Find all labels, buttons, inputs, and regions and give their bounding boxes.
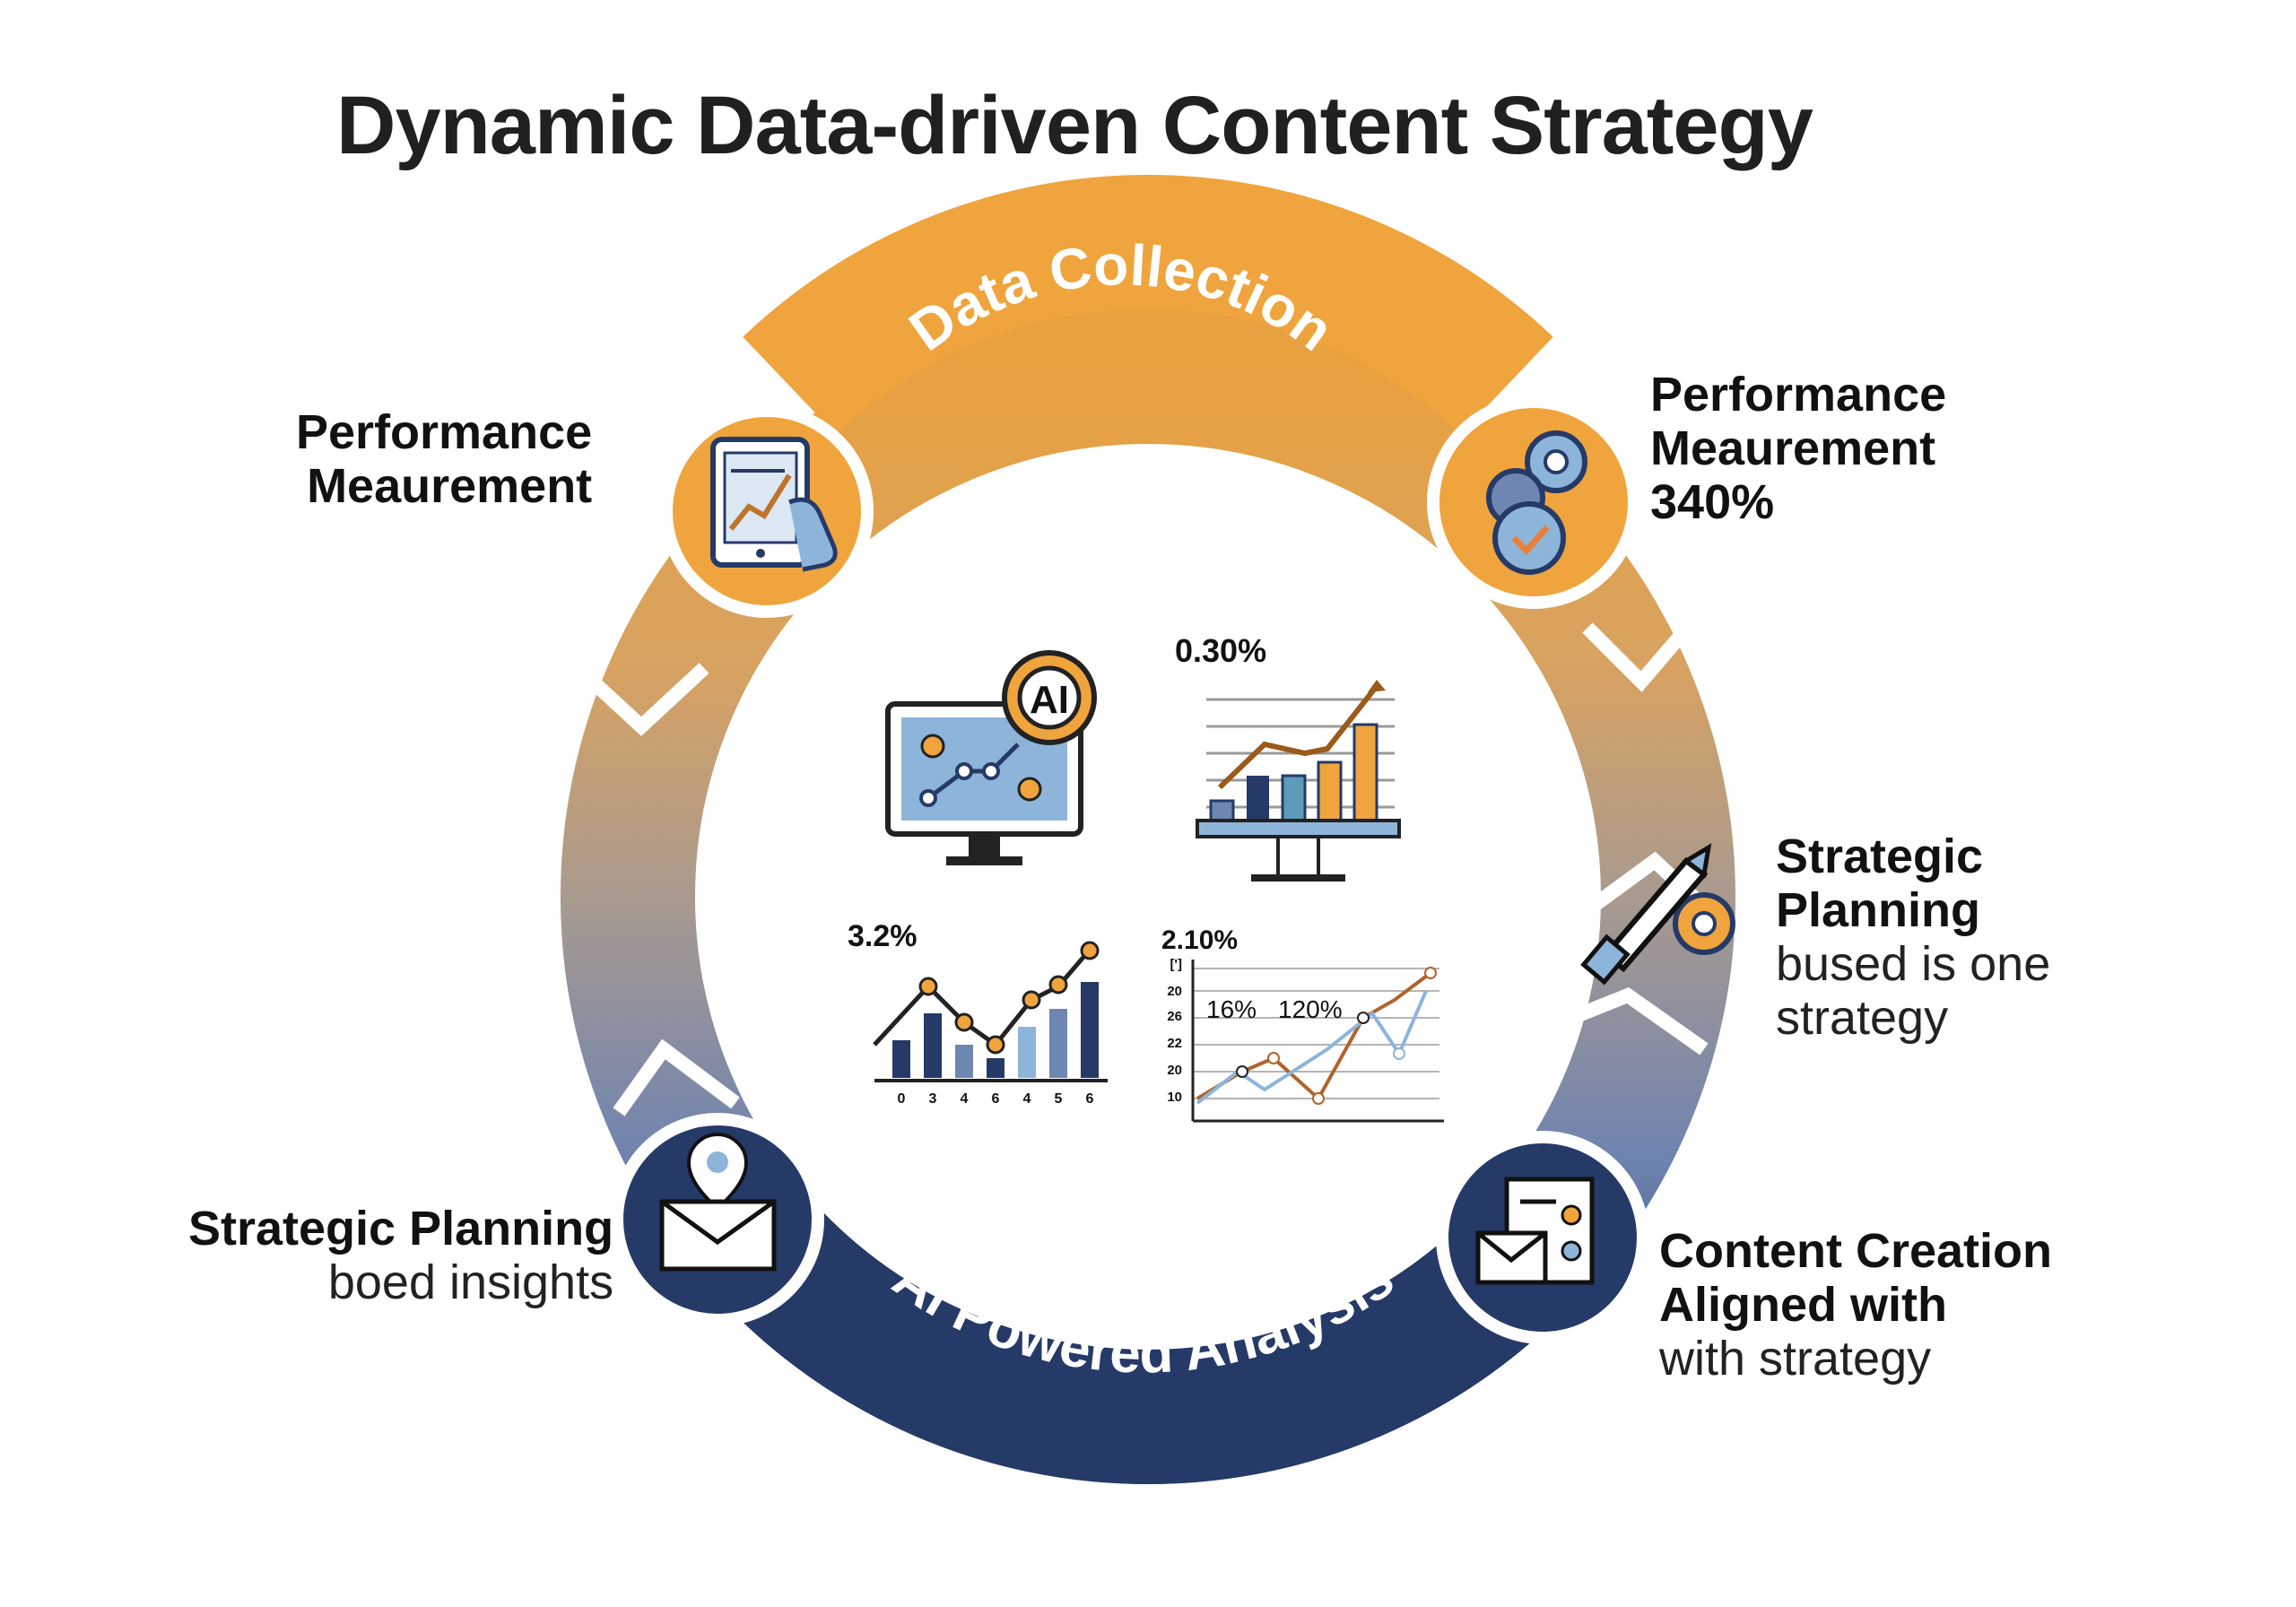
bar-1 (1209, 799, 1235, 822)
label-bottom-right: Content Creation Aligned with with strat… (1659, 1224, 2052, 1385)
segment-dividers (578, 613, 1727, 1116)
combo-bar-6 (1049, 1009, 1067, 1078)
line-chart-gridlines (1193, 968, 1439, 1099)
svg-text:20: 20 (1167, 1063, 1182, 1078)
combo-bar-5 (1018, 1027, 1036, 1078)
combo-bar-2 (924, 1013, 942, 1078)
node-top-right[interactable] (1427, 395, 1640, 609)
line-chart-value-1: 16% (1206, 995, 1257, 1023)
svg-text:26: 26 (1167, 1009, 1182, 1024)
combo-chart-illustration: 3.2% 0 3 4 6 4 5 6 (848, 919, 1108, 1107)
line-y-ticks: ['] 20 26 22 20 10 (1167, 957, 1182, 1105)
svg-text:20: 20 (1167, 984, 1182, 999)
line-chart-illustration: 2.10% ['] 20 26 22 20 10 16% 120% (1161, 925, 1444, 1123)
node-top-left[interactable] (660, 404, 874, 618)
map-pin-mail-icon (659, 1132, 777, 1272)
line-chart-value-2: 120% (1278, 995, 1343, 1023)
ai-analysis-band (722, 1208, 1574, 1484)
bar-chart-percent: 0.30% (1175, 632, 1266, 669)
tablet-chart-icon (710, 437, 838, 572)
combo-bar-7 (1081, 982, 1099, 1078)
bar-4 (1317, 760, 1343, 822)
label-bottom-left: Strategic Planning boed insights (188, 1202, 614, 1309)
gears-check-icon (1486, 430, 1587, 575)
label-mid-right: Strategic Planning bused is one strategy (1776, 830, 2051, 1045)
combo-chart-percent: 3.2% (848, 919, 918, 953)
data-collection-band (743, 175, 1553, 435)
svg-text:3: 3 (929, 1091, 937, 1107)
svg-text:5: 5 (1055, 1091, 1063, 1107)
bar-chart-trend (1217, 684, 1379, 790)
line-chart-percent: 2.10% (1161, 925, 1238, 955)
combo-bar-1 (892, 1040, 910, 1078)
svg-text:22: 22 (1167, 1036, 1182, 1051)
svg-text:4: 4 (1023, 1091, 1031, 1107)
svg-text:[']: ['] (1170, 957, 1182, 972)
bar-2 (1247, 776, 1269, 821)
node-bottom-right[interactable] (1436, 1131, 1649, 1344)
svg-text:6: 6 (992, 1091, 1000, 1107)
ai-monitor-illustration: AI (885, 650, 1097, 865)
node-bottom-left[interactable] (611, 1113, 824, 1326)
svg-text:4: 4 (961, 1091, 969, 1107)
label-top-left: Performance Meaurement (296, 405, 593, 513)
svg-text:0: 0 (898, 1091, 906, 1107)
bar-3 (1281, 774, 1307, 822)
combo-bar-3 (955, 1045, 973, 1078)
bar-chart-illustration: 0.30% (1175, 632, 1401, 882)
document-mail-icon (1475, 1177, 1595, 1285)
svg-text:6: 6 (1086, 1091, 1094, 1107)
combo-x-ticks: 0 3 4 6 4 5 6 (898, 1091, 1094, 1107)
svg-text:10: 10 (1167, 1090, 1182, 1105)
bar-5 (1352, 723, 1378, 822)
label-top-right: Performance Meaurement 340% (1650, 368, 1947, 529)
combo-bar-4 (987, 1058, 1004, 1078)
rocket-gear-icon (1580, 843, 1735, 986)
ai-badge: AI (1030, 678, 1069, 722)
page-title: Dynamic Data-driven Content Strategy (336, 80, 1813, 171)
